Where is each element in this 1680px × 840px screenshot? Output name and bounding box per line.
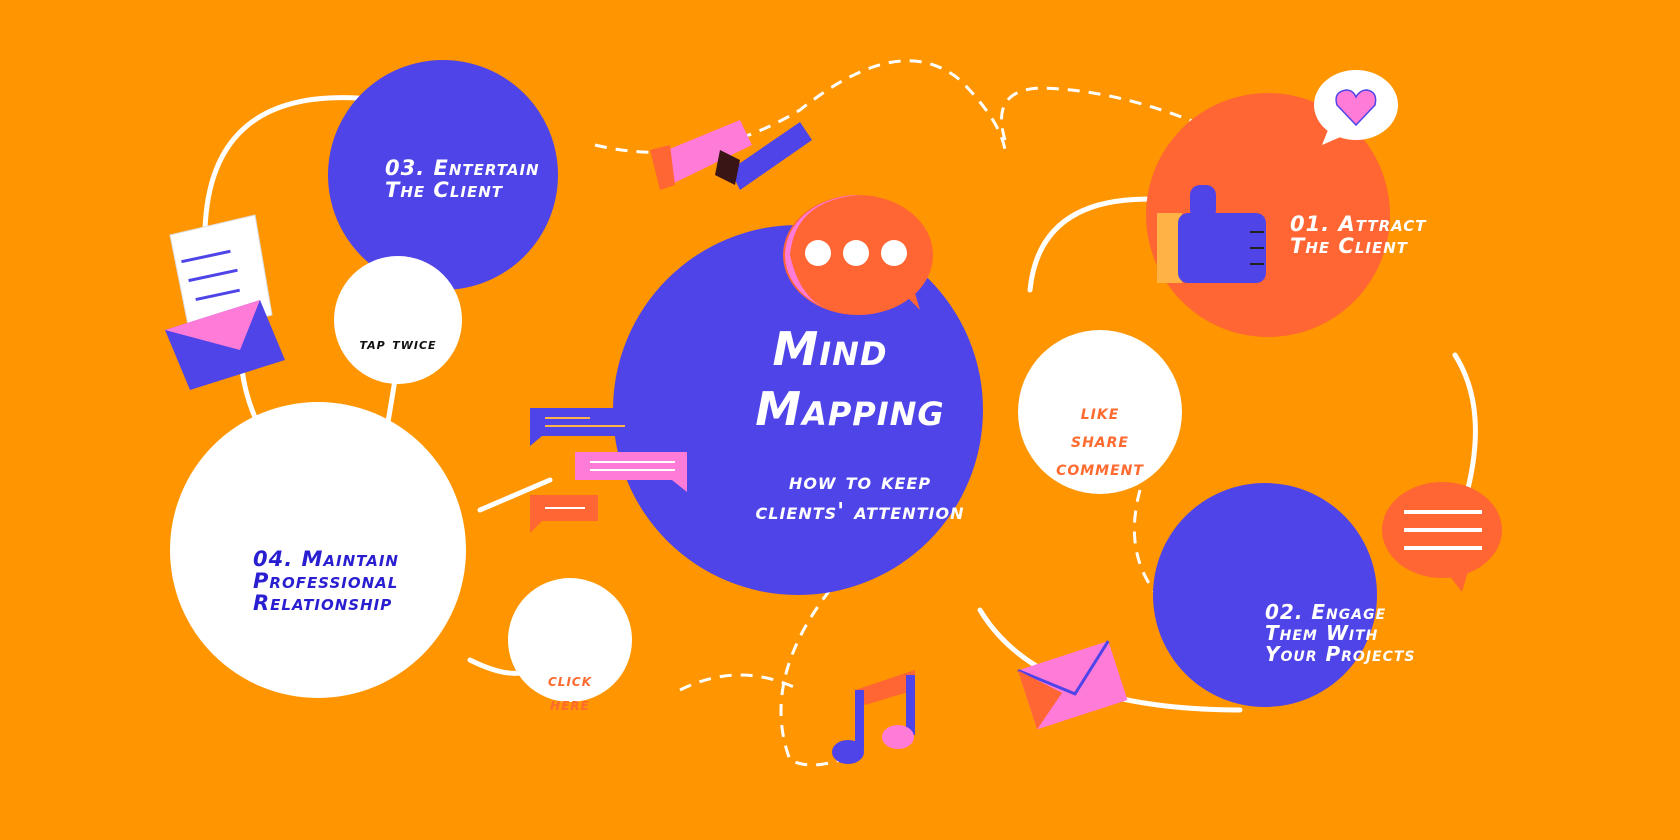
node-02-label: 02. Engage Them With Your Projects — [1265, 602, 1416, 665]
click-here-button[interactable]: click here — [520, 670, 620, 718]
share-label[interactable]: share — [1071, 428, 1129, 452]
node-01-line: The Client — [1290, 234, 1409, 259]
envelope-icon — [1017, 640, 1128, 730]
like-label[interactable]: like — [1080, 400, 1120, 424]
click-label: click — [547, 671, 593, 691]
node-04-circle — [170, 402, 466, 698]
chat-messages-icon — [530, 408, 687, 533]
tap-twice-label[interactable]: tap twice — [359, 334, 437, 353]
node-02-circle — [1153, 483, 1377, 707]
title-line-1: Mind — [772, 322, 888, 376]
comment-label[interactable]: comment — [1056, 456, 1144, 480]
node-01-label: 01. Attract The Client — [1290, 213, 1427, 257]
text-bubble-icon — [1382, 482, 1502, 592]
social-bubble-circle — [1018, 330, 1182, 494]
letter-envelope-icon — [165, 214, 285, 390]
speech-bubble-dots-icon — [783, 195, 933, 315]
here-label: here — [550, 694, 590, 715]
node-04-line: 04. Maintain — [253, 547, 399, 571]
subtitle-line-1: how to keep — [788, 469, 932, 495]
node-02-line: Them With — [1265, 621, 1379, 645]
click-bubble-circle — [508, 578, 632, 702]
subtitle-line-2: clients' attention — [755, 499, 965, 525]
node-03-line: 03. Entertain — [385, 156, 540, 180]
node-02-line: Your Projects — [1265, 642, 1416, 666]
node-02-line: 02. Engage — [1265, 600, 1387, 624]
node-04-line: Professional — [253, 569, 399, 594]
heart-bubble-icon — [1314, 70, 1398, 145]
node-03-label: 03. Entertain The Client — [385, 157, 540, 201]
title-line-2: Mapping — [755, 382, 945, 436]
node-04-label: 04. Maintain Professional Relationship — [253, 548, 399, 614]
center-circle — [613, 225, 983, 595]
music-note-icon — [832, 670, 915, 764]
node-04-line: Relationship — [253, 591, 393, 616]
tap-bubble-circle — [334, 256, 462, 384]
social-label: like share comment — [1020, 398, 1180, 482]
node-03-line: The Client — [385, 178, 504, 203]
node-03-circle — [328, 60, 558, 290]
ruler-icon — [650, 120, 812, 190]
thumbs-up-icon — [1157, 185, 1266, 283]
node-01-line: 01. Attract — [1290, 212, 1427, 236]
